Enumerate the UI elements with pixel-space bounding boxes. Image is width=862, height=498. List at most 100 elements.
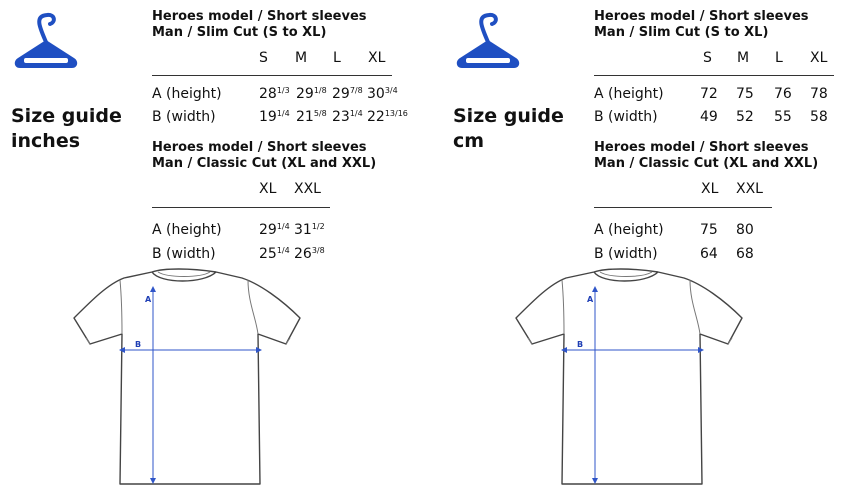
- classic-cut-range: Man / Classic Cut (XL and XXL): [594, 156, 819, 171]
- measurement-fraction: 1/8: [313, 86, 327, 95]
- measurement-cell: 2213/16: [367, 109, 408, 125]
- slim-cut-model: Heroes model / Short sleeves: [152, 9, 367, 24]
- tshirt-outline-icon: A B: [73, 268, 301, 485]
- measurement-cell: 58: [810, 109, 828, 125]
- size-header: XL: [701, 181, 719, 197]
- measurement-whole: 21: [296, 109, 314, 125]
- classic-table-rule: [594, 207, 772, 208]
- measurement-whole: 19: [259, 109, 277, 125]
- size-guide-title: Size guide cm: [453, 104, 564, 154]
- measurement-fraction: 1/4: [349, 109, 363, 118]
- measurement-cell: 75: [700, 222, 718, 238]
- measurement-fraction: 1/4: [276, 246, 290, 255]
- measurement-whole: 75: [700, 222, 718, 238]
- measurement-whole: 26: [294, 246, 312, 262]
- slim-cut-range: Man / Slim Cut (S to XL): [152, 25, 327, 40]
- measurement-whole: 49: [700, 109, 718, 125]
- measurement-cell: 281/3: [259, 86, 290, 102]
- classic-cut-model: Heroes model / Short sleeves: [594, 140, 809, 155]
- measurement-cell: 231/4: [332, 109, 363, 125]
- measurement-cell: 291/4: [259, 222, 290, 238]
- slim-table-rule: [594, 75, 834, 76]
- measurement-fraction: 5/8: [313, 109, 327, 118]
- size-guide-cm-panel: Size guide cm Heroes model / Short sleev…: [442, 0, 862, 498]
- measurement-cell: 75: [736, 86, 754, 102]
- measurement-whole: 25: [259, 246, 277, 262]
- size-header: L: [333, 50, 341, 66]
- measurement-fraction: 3/4: [384, 86, 398, 95]
- size-guide-unit: inches: [11, 130, 81, 152]
- size-header: S: [259, 50, 268, 66]
- row-label: B (width): [152, 246, 216, 262]
- measurement-cell: 215/8: [296, 109, 327, 125]
- measurement-cell: 55: [774, 109, 792, 125]
- measurement-whole: 64: [700, 246, 718, 262]
- measurement-whole: 80: [736, 222, 754, 238]
- size-guide-inches-panel: Size guide inches Heroes model / Short s…: [11, 9, 408, 485]
- measurement-cell: 68: [736, 246, 754, 262]
- measurement-whole: 76: [774, 86, 792, 102]
- classic-cut-heading: Heroes model / Short sleeves Man / Class…: [594, 140, 818, 172]
- measurement-cell: 64: [700, 246, 718, 262]
- measurement-whole: 28: [259, 86, 277, 102]
- classic-cut-model: Heroes model / Short sleeves: [152, 140, 367, 155]
- hanger-icon: [456, 12, 520, 68]
- tshirt-outline-icon: A B: [515, 268, 743, 485]
- measurement-cell: 311/2: [294, 222, 325, 238]
- measurement-whole: 75: [736, 86, 754, 102]
- measurement-whole: 78: [810, 86, 828, 102]
- size-header: M: [737, 50, 750, 66]
- measurement-whole: 29: [332, 86, 350, 102]
- dimension-a-label: A: [145, 295, 152, 304]
- measurement-whole: 30: [367, 86, 385, 102]
- slim-cut-model: Heroes model / Short sleeves: [594, 9, 809, 24]
- measurement-cell: 291/8: [296, 86, 327, 102]
- row-label: B (width): [152, 109, 216, 125]
- classic-table-rule: [152, 207, 330, 208]
- row-label: A (height): [594, 86, 664, 102]
- slim-cut-heading: Heroes model / Short sleeves Man / Slim …: [152, 9, 367, 41]
- measurement-whole: 31: [294, 222, 312, 238]
- row-label: B (width): [594, 246, 658, 262]
- measurement-fraction: 13/16: [384, 109, 408, 118]
- measurement-fraction: 1/2: [311, 222, 325, 231]
- size-header: XXL: [294, 181, 321, 197]
- classic-cut-range: Man / Classic Cut (XL and XXL): [152, 156, 377, 171]
- measurement-whole: 29: [296, 86, 314, 102]
- row-label: B (width): [594, 109, 658, 125]
- measurement-cell: 251/4: [259, 246, 290, 262]
- measurement-fraction: 7/8: [349, 86, 363, 95]
- measurement-cell: 49: [700, 109, 718, 125]
- measurement-fraction: 1/4: [276, 109, 290, 118]
- measurement-cell: 263/8: [294, 246, 325, 262]
- slim-table-rule: [152, 75, 392, 76]
- measurement-cell: 80: [736, 222, 754, 238]
- dimension-b-label: B: [577, 340, 583, 349]
- measurement-whole: 55: [774, 109, 792, 125]
- measurement-cell: 303/4: [367, 86, 398, 102]
- measurement-fraction: 1/3: [276, 86, 290, 95]
- row-label: A (height): [594, 222, 664, 238]
- row-label: A (height): [152, 222, 222, 238]
- measurement-whole: 22: [367, 109, 385, 125]
- measurement-cell: 78: [810, 86, 828, 102]
- classic-cut-heading: Heroes model / Short sleeves Man / Class…: [152, 140, 376, 172]
- measurement-cell: 191/4: [259, 109, 290, 125]
- measurement-cell: 297/8: [332, 86, 363, 102]
- dimension-b-label: B: [135, 340, 141, 349]
- measurement-whole: 29: [259, 222, 277, 238]
- size-header: XL: [259, 181, 277, 197]
- size-header: S: [703, 50, 712, 66]
- measurement-cell: 76: [774, 86, 792, 102]
- size-guide-title-line1: Size guide: [453, 105, 564, 127]
- measurement-whole: 58: [810, 109, 828, 125]
- size-header: XL: [368, 50, 386, 66]
- size-guide-title: Size guide inches: [11, 104, 122, 154]
- measurement-whole: 68: [736, 246, 754, 262]
- measurement-whole: 52: [736, 109, 754, 125]
- size-header: M: [295, 50, 308, 66]
- size-guide-unit: cm: [453, 130, 485, 152]
- measurement-fraction: 3/8: [311, 246, 325, 255]
- size-header: XXL: [736, 181, 763, 197]
- dimension-a-label: A: [587, 295, 594, 304]
